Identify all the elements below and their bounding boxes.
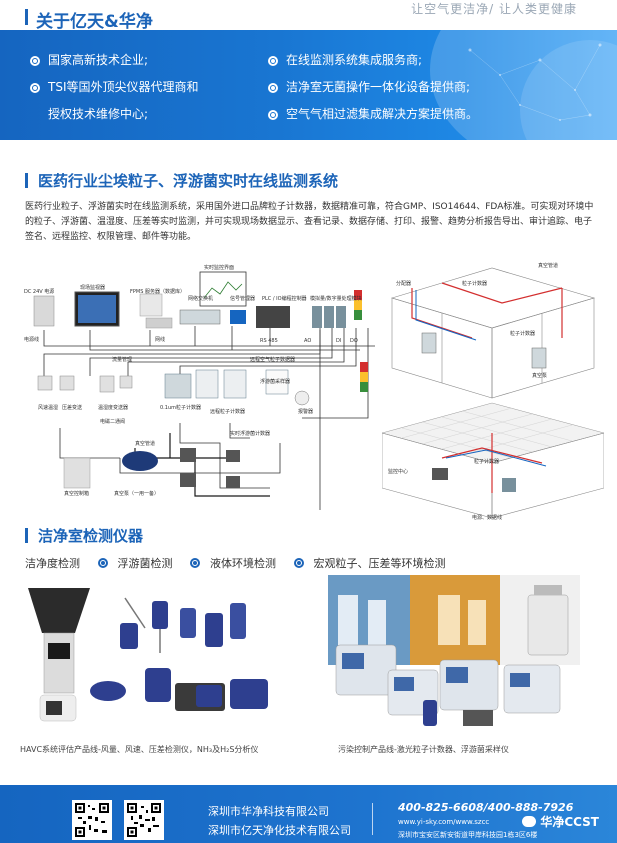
watermark: 华净CCST: [522, 813, 599, 830]
diagram-label: 网络交换机: [188, 296, 214, 302]
diagram-label: 真空泵（一用一备）: [114, 491, 160, 497]
diagram-label: 压差变送: [62, 405, 83, 411]
diagram-label: DO: [350, 338, 358, 344]
diagram-label: PLC / IO编程控制器: [262, 296, 307, 302]
bullet-icon: [190, 558, 200, 568]
company-name-1: 深圳市华净科技有限公司: [208, 805, 329, 818]
page-header: 关于亿天&华净 让空气更洁净/ 让人类更健康: [0, 0, 617, 32]
diagram-label: 流量管理: [112, 357, 133, 363]
contamination-products-photo: [328, 575, 580, 733]
bullet-icon: [97, 558, 108, 568]
wechat-icon: [522, 816, 537, 827]
diagram-label: 风速温湿: [38, 405, 59, 411]
diagram-label: 远程空气粒子数据器: [250, 357, 296, 363]
about-title: 关于亿天&华净: [36, 12, 153, 32]
room-label: 监控中心: [388, 469, 409, 475]
about-item: 在线监测系统集成服务商;: [266, 47, 478, 74]
footer-divider: [372, 803, 373, 835]
category-item: 洁净度检测: [25, 557, 80, 570]
diagram-label: 电磁二通阀: [100, 419, 126, 425]
about-list-right: 在线监测系统集成服务商; 洁净室无菌操作一体化设备提供商; 空气气相过滤集成解决…: [266, 47, 478, 128]
about-item: 洁净室无菌操作一体化设备提供商;: [266, 74, 478, 101]
instrument-categories: 洁净度检测 浮游菌检测 液体环境检测 宏观粒子、压差等环境检测: [25, 555, 460, 571]
diagram-label: DC 24V 电源: [24, 289, 55, 295]
diagram-label: 浮游菌采样器: [260, 379, 291, 385]
category-item: 浮游菌检测: [97, 557, 173, 570]
qr-icon: [75, 803, 109, 837]
category-item: 宏观粒子、压差等环境检测: [293, 557, 446, 570]
company-name-2: 深圳市亿天净化技术有限公司: [208, 824, 351, 837]
diagram-label: DI: [336, 338, 342, 344]
system-diagram: DC 24V 电源 现场监视器 FPMS 服务器（数据库） 实时监控界面 网络交…: [20, 258, 380, 510]
about-item: 空气气相过滤集成解决方案提供商。: [266, 101, 478, 128]
diagram-label: 模拟量/数字量处理模块: [310, 296, 362, 302]
bullet-icon: [30, 83, 40, 93]
diagram-label: RS 485: [260, 338, 278, 344]
heading-bar: [25, 9, 28, 25]
bullet-icon: [268, 110, 278, 120]
diagram-label: 真空管道: [135, 441, 156, 447]
room-label: 粒子计数器: [462, 281, 488, 287]
room-lines: [381, 267, 605, 519]
diagram-lines: [33, 271, 375, 510]
diagram-label: 实时浮游菌计数器: [230, 431, 271, 437]
about-band: 国家高新技术企业; TSI等国外顶尖仪器代理商和 授权技术维修中心; 在线监测系…: [0, 30, 617, 140]
about-list-left: 国家高新技术企业; TSI等国外顶尖仪器代理商和 授权技术维修中心;: [28, 47, 199, 128]
qr-code-2: [124, 800, 164, 840]
bullet-icon: [268, 83, 278, 93]
bullet-icon: [268, 56, 278, 66]
room-label: 真空管道: [538, 263, 559, 269]
instruments-title: 洁净室检测仪器: [25, 525, 143, 546]
category-item: 液体环境检测: [190, 557, 276, 570]
diagram-label: 网线: [155, 337, 166, 343]
diagram-label: 远程粒子计数器: [210, 409, 246, 415]
qr-code-1: [72, 800, 112, 840]
band-decoration: [468, 43, 602, 121]
bullet-icon: [30, 56, 40, 66]
about-item: 授权技术维修中心;: [48, 107, 149, 121]
address: 深圳市宝安区新安街道甲岸科技园1栋3区6楼: [398, 831, 538, 839]
cleanroom-diagram: 分配器 粒子计数器 真空管道 粒子计数器 真空泵 监控中心 粒子计数器 电源、数…: [381, 258, 605, 526]
monitoring-title: 医药行业尘埃粒子、浮游菌实时在线监测系统: [25, 170, 338, 191]
about-item: 国家高新技术企业;: [28, 47, 199, 74]
monitoring-description: 医药行业粒子、浮游菌实时在线监测系统，采用国外进口品牌粒子计数器，数据精准可靠，…: [25, 202, 594, 242]
room-label: 分配器: [396, 281, 412, 287]
diagram-label: 0.1um粒子计数器: [160, 405, 201, 411]
diagram-label: 温湿度变送器: [98, 405, 129, 411]
hvac-products-photo: [20, 583, 296, 733]
qr-icon: [127, 803, 161, 837]
heading-bar: [25, 173, 28, 188]
footer: 深圳市华净科技有限公司 深圳市亿天净化技术有限公司 400-825-6608/4…: [0, 785, 617, 843]
diagram-label: 报警器: [298, 409, 314, 415]
room-label: 电源、数据线: [472, 515, 503, 521]
heading-bar: [25, 528, 28, 543]
diagram-label: FPMS 服务器（数据库）: [130, 289, 185, 295]
website: www.yi-sky.com/www.szcc: [398, 818, 490, 826]
bullet-icon: [293, 558, 304, 568]
hvac-caption: HAVC系统评估产品线-风量、风速、压差检测仪，NH₃及H₂S分析仪: [20, 745, 259, 754]
contamination-products-illustration: [328, 575, 580, 726]
about-item: TSI等国外顶尖仪器代理商和: [28, 74, 199, 101]
room-label: 真空泵: [532, 373, 548, 379]
slogan: 让空气更洁净/ 让人类更健康: [411, 2, 577, 16]
diagram-label: 实时监控界面: [204, 265, 235, 271]
diagram-label: 电源线: [24, 337, 40, 343]
hvac-products-illustration: [28, 588, 268, 722]
room-label: 粒子计数器: [474, 459, 500, 465]
diagram-label: 真空控制箱: [64, 491, 90, 497]
diagram-label: 现场监视器: [80, 285, 106, 291]
phone-number: 400-825-6608/400-888-7926: [398, 801, 574, 814]
diagram-label: 信号管理器: [230, 296, 256, 302]
diagram-label: AO: [304, 338, 312, 344]
room-label: 粒子计数器: [510, 331, 536, 337]
contamination-caption: 污染控制产品线-激光粒子计数器、浮游菌采样仪: [338, 745, 509, 754]
